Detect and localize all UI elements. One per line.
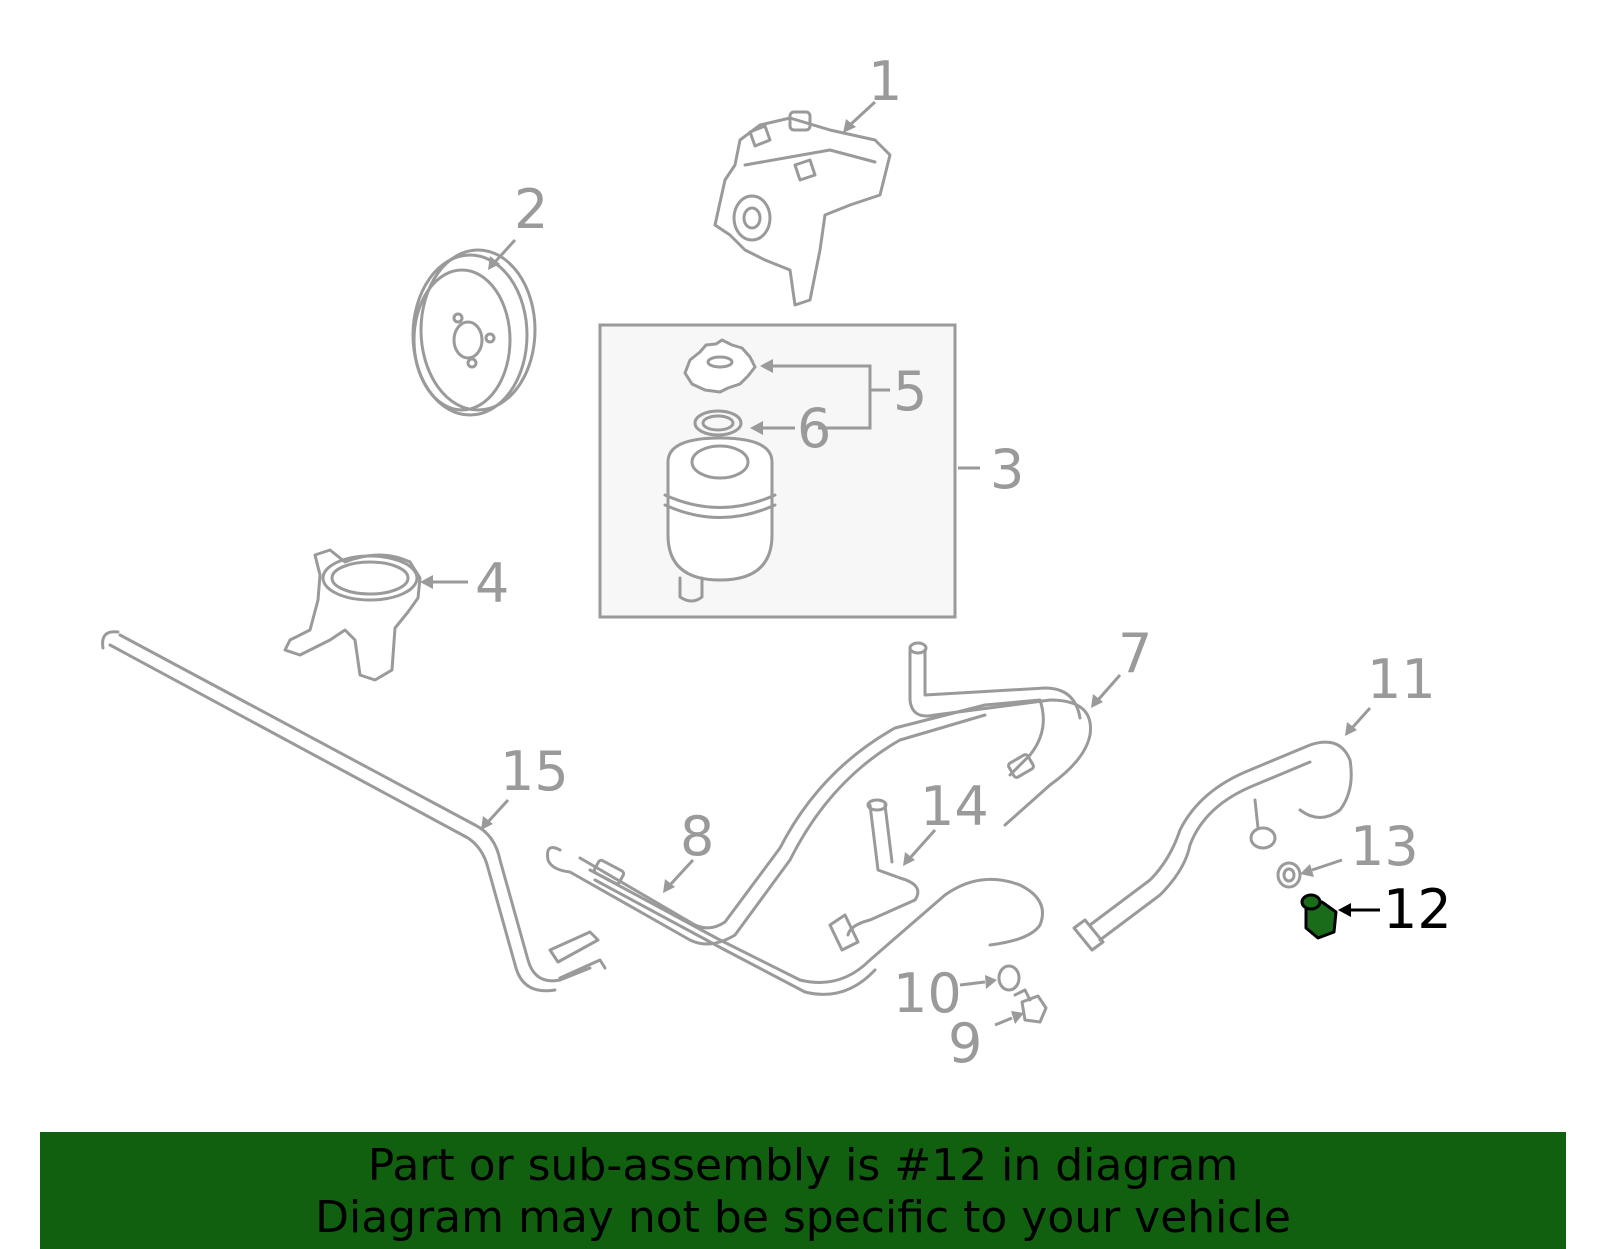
part-8-line[interactable]: [546, 703, 1044, 996]
leader-lines: [420, 100, 1380, 1027]
part-2-pulley[interactable]: [411, 248, 537, 417]
info-banner: Part or sub-assembly is #12 in diagram D…: [40, 1132, 1566, 1249]
callout-5: 5: [893, 360, 927, 423]
callout-7: 7: [1118, 622, 1152, 685]
banner-line-disclaimer: Diagram may not be specific to your vehi…: [315, 1192, 1291, 1243]
part-6-seal[interactable]: [693, 409, 743, 437]
callout-4: 4: [475, 552, 509, 615]
part-7-hose[interactable]: [908, 641, 1092, 827]
callout-15: 15: [500, 740, 569, 803]
parts-diagram: 1 2 3 4 5 6 7 8 9 10 11 12 13 14 15: [101, 50, 1452, 1075]
callout-11: 11: [1367, 648, 1436, 711]
part-4-bracket[interactable]: [283, 548, 422, 682]
callout-3: 3: [990, 438, 1024, 501]
callout-13: 13: [1350, 815, 1419, 878]
callout-14: 14: [920, 775, 989, 838]
callout-8: 8: [680, 805, 714, 868]
part-15-line[interactable]: [101, 630, 607, 993]
callout-1: 1: [868, 50, 902, 113]
callout-2: 2: [514, 178, 548, 241]
part-5-cap[interactable]: [683, 338, 757, 394]
callout-10: 10: [893, 962, 962, 1025]
part-9-bolt[interactable]: [1013, 988, 1048, 1024]
callout-labels: 1 2 3 4 5 6 7 8 9 10 11 12 13 14 15: [475, 50, 1452, 1075]
part-10-washer[interactable]: [997, 964, 1021, 992]
callout-12: 12: [1383, 878, 1452, 941]
part-14-hose[interactable]: [828, 798, 920, 952]
part-3-reservoir[interactable]: [663, 436, 777, 603]
callout-9: 9: [948, 1012, 982, 1075]
part-3-reservoir-box: [598, 323, 957, 619]
callout-6: 6: [797, 397, 831, 460]
part-13-washer[interactable]: [1276, 861, 1302, 889]
part-11-hose[interactable]: [1072, 740, 1353, 952]
banner-line-part-number: Part or sub-assembly is #12 in diagram: [367, 1140, 1239, 1191]
part-12-banjo-bolt[interactable]: [1300, 893, 1338, 940]
part-1-power-steering-pump[interactable]: [713, 110, 892, 307]
